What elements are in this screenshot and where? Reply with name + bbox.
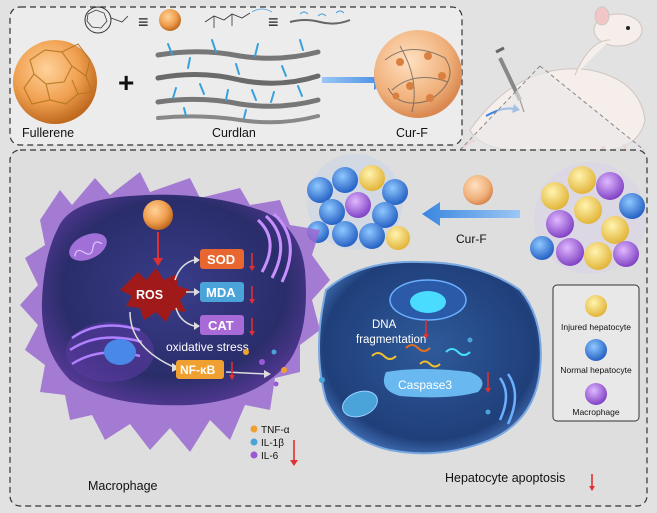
- nucleus-macrophage: [66, 322, 154, 382]
- legend-normal-icon: [585, 339, 607, 361]
- cytokine-tnf: TNF-α: [261, 425, 290, 436]
- plus-sign: +: [118, 67, 134, 98]
- hepatocyte-nucleus: [389, 279, 467, 321]
- cat-label: CAT: [208, 318, 234, 333]
- cur-f-in-cell: [143, 200, 173, 230]
- curdlan-chain-icon: [289, 19, 351, 25]
- cur-f-label: Cur-F: [396, 126, 428, 140]
- tissue-cluster-treated: [307, 154, 410, 250]
- fullerene-molecule-icon: [84, 6, 129, 34]
- zoom-triangle: [460, 66, 644, 150]
- treatment-arrow: [422, 202, 520, 226]
- golgi-macrophage: [256, 212, 292, 283]
- legend-injured-label: Injured hepatocyte: [561, 322, 631, 332]
- dna-fragments: [371, 344, 471, 368]
- tnf-dot: [250, 425, 258, 433]
- sod-label: SOD: [207, 252, 235, 267]
- golgi-hepatocyte: [498, 373, 517, 425]
- ros-burst: [120, 268, 190, 322]
- dna-label-line1: DNA: [372, 319, 397, 331]
- curdlan-label: Curdlan: [212, 126, 256, 140]
- cytokine-il6: IL-6: [261, 451, 279, 462]
- caspase3-shape: [383, 369, 483, 398]
- fullerene-label: Fullerene: [22, 126, 74, 140]
- legend-macrophage-icon: [585, 383, 607, 405]
- cytokine-particles: [243, 349, 287, 387]
- il6-dot: [250, 451, 258, 459]
- mitochondrion-macrophage: [69, 233, 107, 261]
- legend-injured-icon: [585, 295, 607, 317]
- hepatocyte-particles: [319, 337, 491, 415]
- legend-normal-label: Normal hepatocyte: [560, 365, 632, 375]
- mitochondrion-hepatocyte: [342, 390, 378, 418]
- hepatocyte-apoptosis-label: Hepatocyte apoptosis: [445, 471, 565, 485]
- dna-label-line2: fragmentation: [356, 334, 426, 346]
- top-panel: [9, 6, 463, 146]
- fullerene-small-sphere: [159, 9, 181, 31]
- caspase3-label: Caspase3: [398, 378, 452, 392]
- nfkb-box: [176, 360, 224, 379]
- fullerene-sphere: [13, 40, 97, 124]
- mda-label: MDA: [206, 285, 236, 300]
- cat-box: [200, 315, 244, 335]
- cytokine-il1b: IL-1β: [261, 438, 284, 449]
- nfkb-label: NF-κB: [180, 363, 216, 377]
- equiv-sign-2: ≡: [268, 12, 279, 32]
- cur-f-arrow-label: Cur-F: [456, 232, 487, 246]
- mda-box: [200, 282, 244, 302]
- macrophage-label: Macrophage: [88, 479, 158, 493]
- cur-f-small-sphere: [463, 175, 493, 205]
- curdlan-strands: [155, 39, 321, 125]
- oxidative-stress-label: oxidative stress: [166, 340, 249, 354]
- curdlan-molecule-icon: [204, 8, 273, 28]
- tissue-cluster-injured: [530, 162, 646, 274]
- cur-f-sphere: [374, 30, 462, 118]
- il1b-dot: [250, 438, 258, 446]
- ros-label: ROS: [136, 288, 163, 302]
- macrophage-down-arrows: [231, 253, 295, 462]
- sod-box: [200, 249, 244, 269]
- synthesis-arrow: [322, 70, 390, 90]
- equiv-sign-1: ≡: [138, 12, 149, 32]
- legend-macrophage-label: Macrophage: [572, 407, 620, 417]
